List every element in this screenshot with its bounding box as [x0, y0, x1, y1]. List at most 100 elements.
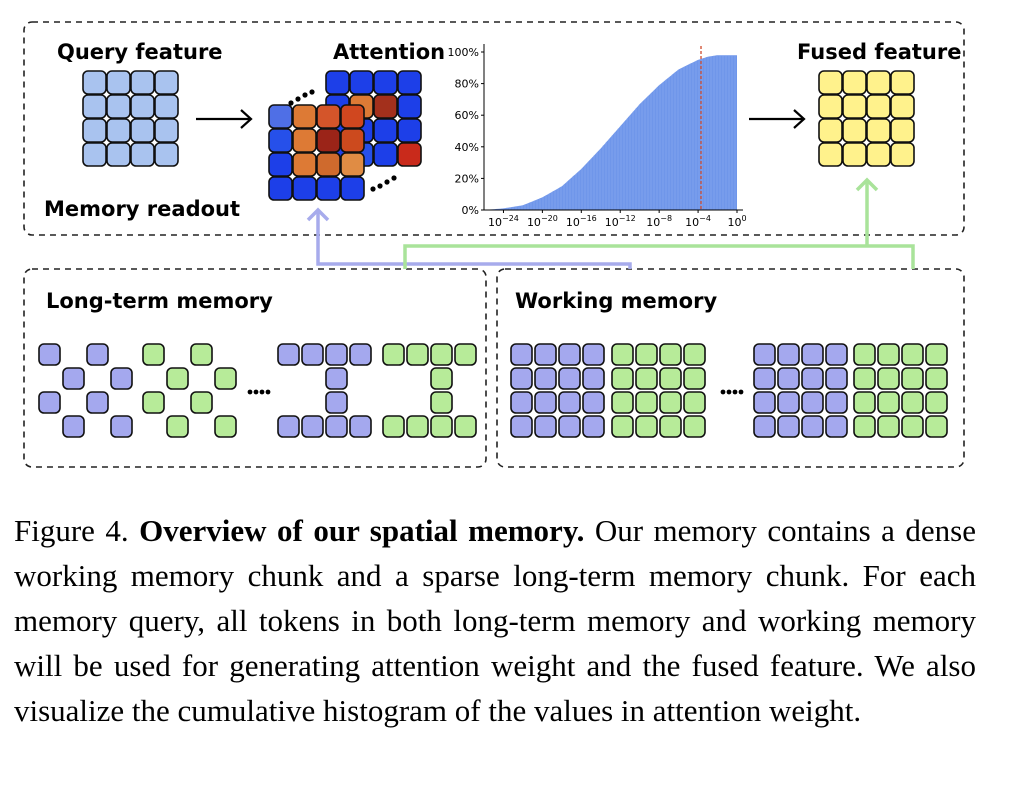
long-term-token: [349, 343, 372, 366]
y-tick-label: 0%: [462, 204, 479, 217]
working-memory-token: [825, 415, 848, 438]
working-memory-token: [925, 367, 948, 390]
long-term-token: [166, 415, 189, 438]
working-memory-token: [534, 391, 557, 414]
working-memory-token: [659, 415, 682, 438]
working-memory-token: [635, 367, 658, 390]
working-memory-token: [853, 367, 876, 390]
attention-weight-cell: [268, 176, 293, 201]
working-ellipsis: [720, 389, 744, 395]
fused-token: [890, 142, 915, 167]
long-term-token: [325, 391, 348, 414]
fused-token: [842, 118, 867, 143]
attention-weight-cell: [268, 104, 293, 129]
working-memory-token: [510, 343, 533, 366]
long-term-token: [62, 415, 85, 438]
attention-weight-cell: [340, 104, 365, 129]
long-term-token: [325, 367, 348, 390]
working-memory-token: [853, 343, 876, 366]
long-term-token: [406, 343, 429, 366]
fused-token: [890, 94, 915, 119]
long-term-token: [277, 343, 300, 366]
x-tick-label: 10−16: [566, 214, 597, 229]
fused-token: [890, 118, 915, 143]
fused-token: [866, 118, 891, 143]
working-memory-token: [659, 367, 682, 390]
attention-weight-cell: [316, 152, 341, 177]
working-memory-token: [611, 391, 634, 414]
query-token: [130, 70, 155, 95]
attention-weight-cell: [292, 176, 317, 201]
caption-body: Our memory contains a dense working memo…: [14, 513, 976, 728]
fused-token: [818, 142, 843, 167]
working-to-fused-connector: [403, 177, 915, 269]
working-memory-token: [683, 415, 706, 438]
long-term-token: [430, 367, 453, 390]
long-term-token: [325, 415, 348, 438]
working-memory-token: [558, 343, 581, 366]
working-memory-token: [510, 391, 533, 414]
figure-canvas: Query feature Attention Fused feature Me…: [23, 21, 965, 468]
long-term-token: [38, 391, 61, 414]
long-term-token: [454, 343, 477, 366]
fused-token: [842, 70, 867, 95]
working-memory-token: [777, 367, 800, 390]
long-term-token: [214, 415, 237, 438]
long-term-token: [38, 343, 61, 366]
working-memory-blocks: [510, 343, 948, 438]
attention-weight-cell: [316, 104, 341, 129]
working-memory-token: [582, 415, 605, 438]
working-memory-token: [534, 343, 557, 366]
working-memory-token: [558, 367, 581, 390]
query-token: [130, 94, 155, 119]
query-feature-label: Query feature: [57, 40, 223, 64]
long-term-token: [190, 343, 213, 366]
working-memory-token: [753, 343, 776, 366]
working-memory-token: [753, 415, 776, 438]
long-term-token: [110, 415, 133, 438]
query-token: [106, 94, 131, 119]
x-tick-label: 10−20: [527, 214, 558, 229]
query-token: [154, 94, 179, 119]
working-memory-token: [877, 343, 900, 366]
attention-weight-cell: [397, 118, 422, 143]
working-memory-token: [777, 343, 800, 366]
fused-token: [866, 142, 891, 167]
attention-weight-cell: [268, 152, 293, 177]
long-term-token: [142, 343, 165, 366]
long-term-token: [325, 343, 348, 366]
working-memory-token: [801, 367, 824, 390]
working-memory-token: [582, 391, 605, 414]
working-memory-token: [659, 391, 682, 414]
query-token: [154, 118, 179, 143]
working-memory-token: [925, 391, 948, 414]
query-token: [82, 142, 107, 167]
working-memory-token: [753, 391, 776, 414]
fused-token: [818, 94, 843, 119]
attention-weight-cell: [340, 128, 365, 153]
working-memory-token: [635, 415, 658, 438]
query-token: [106, 142, 131, 167]
long-term-token: [301, 343, 324, 366]
working-memory-token: [510, 415, 533, 438]
query-token: [130, 142, 155, 167]
attention-weight-cell: [397, 70, 422, 95]
working-memory-token: [801, 415, 824, 438]
working-memory-token: [777, 415, 800, 438]
long-term-token: [142, 391, 165, 414]
long-term-token: [382, 415, 405, 438]
working-memory-token: [825, 391, 848, 414]
query-token: [106, 70, 131, 95]
long-term-token: [430, 415, 453, 438]
working-memory-token: [853, 415, 876, 438]
working-memory-token: [901, 343, 924, 366]
working-memory-token: [582, 343, 605, 366]
query-token: [82, 70, 107, 95]
working-memory-token: [534, 367, 557, 390]
attention-weight-cell: [316, 128, 341, 153]
working-memory-label: Working memory: [515, 289, 717, 313]
attention-weight-cell: [397, 94, 422, 119]
fused-feature-label: Fused feature: [797, 40, 961, 64]
working-memory-token: [683, 367, 706, 390]
long-term-token: [214, 367, 237, 390]
